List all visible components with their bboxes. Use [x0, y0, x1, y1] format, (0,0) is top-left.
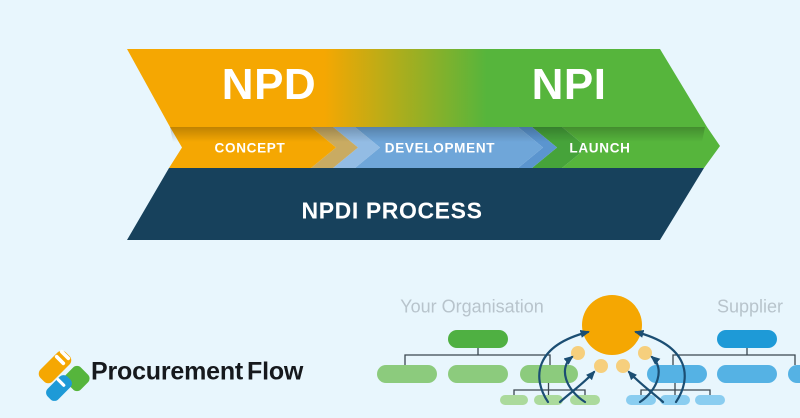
stage-label-concept: CONCEPT — [214, 140, 286, 156]
your-organisation-label: Your Organisation — [400, 296, 544, 317]
brand-part-flow: Flow — [247, 357, 304, 386]
org-pill — [520, 365, 578, 383]
org-pill — [660, 395, 690, 405]
org-pill — [695, 395, 725, 405]
logo-stripe — [54, 354, 66, 366]
org-pill — [448, 330, 508, 348]
org-pill — [570, 395, 600, 405]
blue-subtree-connector — [640, 383, 711, 395]
hub-circle — [582, 295, 642, 355]
stage-label-development: DEVELOPMENT — [384, 140, 496, 156]
blue-tree-connector — [672, 348, 796, 365]
org-pill — [377, 365, 437, 383]
org-pill — [717, 330, 777, 348]
flow-arrow — [558, 370, 596, 404]
org-pill — [534, 395, 563, 405]
brand-part-procurement: Procurement — [91, 357, 244, 386]
logo-stripe — [59, 349, 71, 361]
npdi-process-band — [127, 168, 704, 240]
npd-label: NPD — [221, 60, 317, 109]
hub-dot — [571, 346, 585, 360]
stage-label-launch: LAUNCH — [569, 140, 631, 156]
collaboration-hub — [571, 295, 652, 373]
hub-dot — [594, 359, 608, 373]
org-pill — [717, 365, 777, 383]
flow-arrows — [538, 330, 686, 404]
flow-arrow — [538, 330, 590, 404]
org-chart — [377, 295, 800, 405]
hub-dot — [638, 346, 652, 360]
band-shadow — [170, 127, 705, 142]
hub-dot — [616, 359, 630, 373]
org-pill — [448, 365, 508, 383]
org-pill — [647, 365, 707, 383]
supplier-tree — [626, 330, 800, 405]
procurementflow-logo-icon — [38, 349, 90, 401]
supplier-label: Supplier — [716, 296, 784, 317]
org-pill — [500, 395, 528, 405]
logo-stripe — [56, 378, 66, 387]
your-organisation-tree — [377, 330, 600, 405]
logo-blue-bar — [46, 375, 72, 401]
npi-label: NPI — [531, 60, 607, 109]
flow-arrow — [563, 355, 587, 404]
org-pill — [788, 365, 800, 383]
top-gradient-band — [127, 49, 707, 127]
flow-arrow — [638, 355, 661, 404]
logo-orange-bar — [38, 350, 72, 384]
npdi-arrow-banner — [127, 49, 720, 240]
flow-arrow — [634, 330, 686, 404]
npdi-process-label: NPDI PROCESS — [301, 197, 483, 224]
flow-arrow — [627, 370, 665, 404]
green-tree-connector — [404, 348, 551, 365]
green-subtree-connector — [513, 383, 586, 395]
